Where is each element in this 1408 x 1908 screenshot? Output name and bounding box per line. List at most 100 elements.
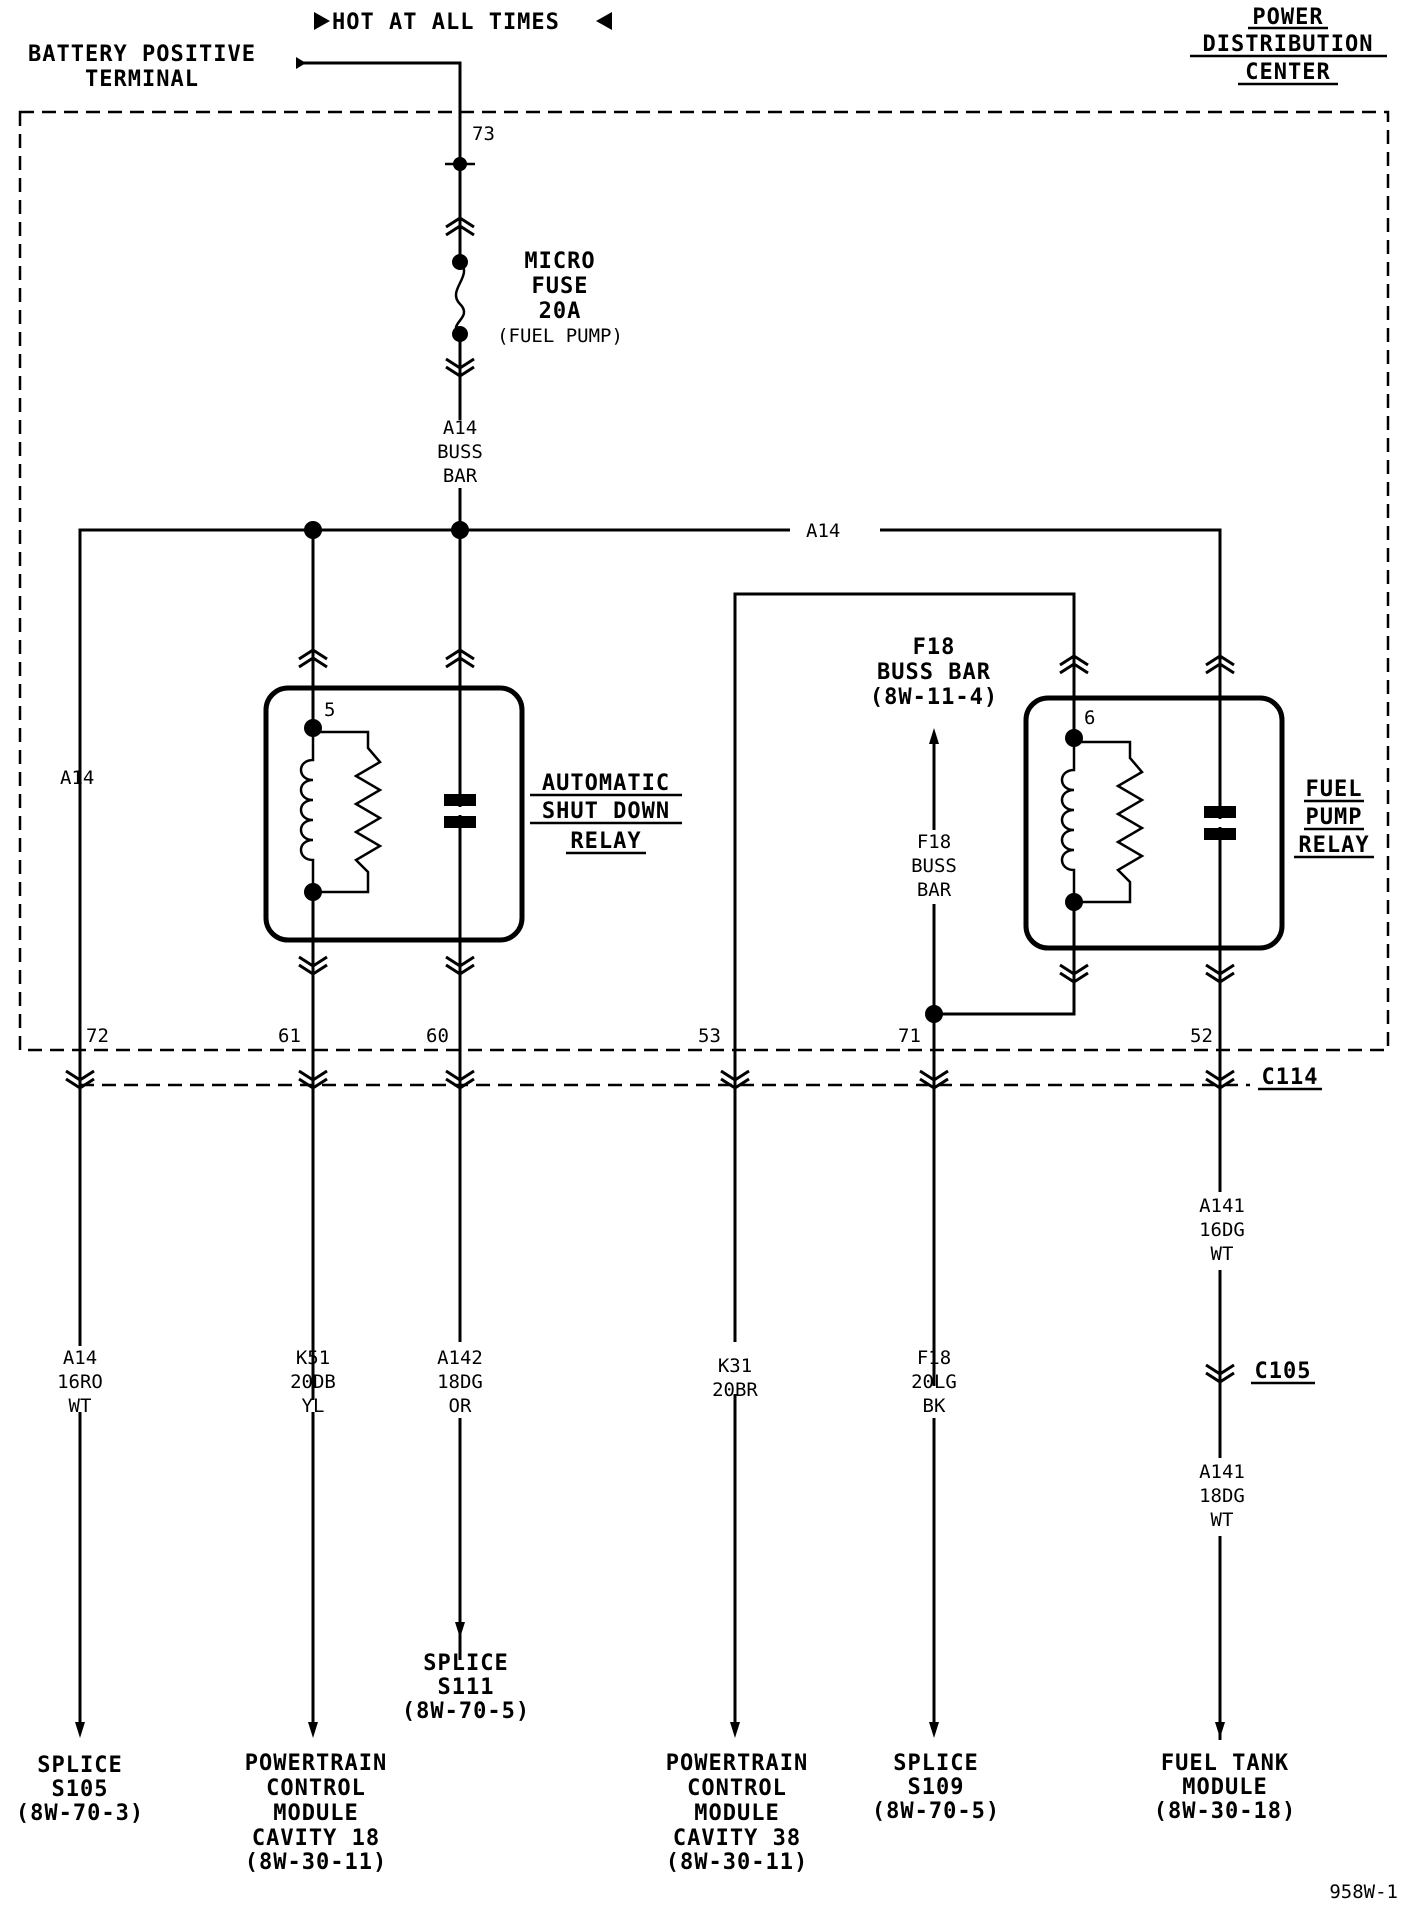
a14-bus-wire — [78, 528, 1222, 1040]
svg-text:16DG: 16DG — [1199, 1219, 1245, 1241]
hot-at-all-times-label: HOT AT ALL TIMES — [314, 10, 612, 35]
svg-text:K31: K31 — [718, 1355, 752, 1377]
svg-text:SPLICE: SPLICE — [893, 1751, 978, 1776]
svg-text:A141: A141 — [1199, 1195, 1245, 1217]
svg-text:A142: A142 — [437, 1347, 483, 1369]
svg-text:S111: S111 — [438, 1675, 495, 1700]
svg-text:MODULE: MODULE — [273, 1801, 358, 1826]
fp-resistor — [1074, 740, 1145, 904]
a14-bus-label: A14 — [806, 520, 840, 542]
svg-text:BUSS BAR: BUSS BAR — [877, 660, 991, 685]
svg-text:(8W-70-5): (8W-70-5) — [402, 1699, 530, 1724]
svg-text:OR: OR — [449, 1395, 472, 1417]
fp-relay-box — [1023, 695, 1285, 951]
asd-resistor — [313, 730, 383, 894]
svg-text:BAR: BAR — [917, 879, 952, 901]
svg-text:WT: WT — [1211, 1509, 1234, 1531]
asd-relay-box — [263, 685, 525, 943]
svg-text:WT: WT — [69, 1395, 92, 1417]
battery-positive-label: BATTERY POSITIVE TERMINAL — [28, 42, 256, 92]
svg-text:FUEL: FUEL — [1306, 777, 1363, 802]
asd-contact — [444, 794, 476, 806]
svg-text:A141: A141 — [1199, 1461, 1245, 1483]
svg-text:C105: C105 — [1255, 1359, 1312, 1384]
svg-text:PUMP: PUMP — [1306, 805, 1363, 830]
wire-k51-20db-label: K51 20DB YL — [290, 1347, 336, 1417]
micro-fuse-label: MICRO FUSE 20A (FUEL PUMP) — [497, 249, 623, 347]
svg-text:BK: BK — [923, 1395, 946, 1417]
svg-text:YL: YL — [302, 1395, 325, 1417]
dest-pcm-cavity-38: POWERTRAIN CONTROL MODULE CAVITY 38 (8W-… — [666, 1751, 808, 1875]
svg-text:CAVITY 18: CAVITY 18 — [252, 1826, 380, 1851]
svg-text:FUSE: FUSE — [532, 274, 589, 299]
svg-text:RELAY: RELAY — [1298, 833, 1369, 858]
svg-text:K51: K51 — [296, 1347, 330, 1369]
pdc-outline — [18, 110, 1390, 1052]
dest-fuel-tank-module: FUEL TANK MODULE (8W-30-18) — [1154, 1751, 1296, 1824]
svg-text:20DB: 20DB — [290, 1371, 336, 1393]
k31-wire — [733, 592, 1076, 1660]
svg-text:BAR: BAR — [443, 465, 478, 487]
svg-text:HOT AT ALL TIMES: HOT AT ALL TIMES — [332, 10, 560, 35]
c105-label: C105 — [1251, 1359, 1315, 1385]
svg-text:WT: WT — [1211, 1243, 1234, 1265]
wire-a142-18dg-label: A142 18DG OR — [437, 1347, 483, 1417]
svg-text:(8W-11-4): (8W-11-4) — [870, 685, 998, 710]
svg-text:(8W-30-18): (8W-30-18) — [1154, 1799, 1296, 1824]
a14-buss-bar-label: A14 BUSS BAR — [437, 417, 483, 487]
svg-text:CENTER: CENTER — [1245, 60, 1330, 85]
svg-text:AUTOMATIC: AUTOMATIC — [542, 771, 670, 796]
svg-text:(8W-70-5): (8W-70-5) — [872, 1799, 1000, 1824]
cavity-53: 53 — [698, 1025, 721, 1047]
wire-a141-18dg-label: A141 18DG WT — [1199, 1461, 1245, 1531]
wire-k31-20br-label: K31 20BR — [712, 1355, 758, 1401]
svg-text:F18: F18 — [917, 1347, 951, 1369]
svg-text:A14: A14 — [443, 417, 477, 439]
f18-buss-bar-mid-label: F18 BUSS BAR — [911, 831, 957, 901]
svg-text:SHUT DOWN: SHUT DOWN — [542, 799, 670, 824]
cavity-72: 72 — [86, 1025, 109, 1047]
svg-text:RELAY: RELAY — [570, 829, 641, 854]
svg-text:BATTERY POSITIVE: BATTERY POSITIVE — [28, 42, 256, 67]
svg-text:18DG: 18DG — [437, 1371, 483, 1393]
dest-splice-s109: SPLICE S109 (8W-70-5) — [872, 1751, 1000, 1824]
svg-text:(8W-30-11): (8W-30-11) — [245, 1850, 387, 1875]
svg-text:F18: F18 — [913, 635, 956, 660]
svg-text:16RO: 16RO — [57, 1371, 103, 1393]
a14-left-label: A14 — [60, 767, 94, 789]
fuse-element — [454, 261, 466, 336]
svg-text:CONTROL: CONTROL — [266, 1776, 366, 1801]
asd-coil — [299, 728, 315, 892]
svg-text:CAVITY 38: CAVITY 38 — [673, 1826, 801, 1851]
svg-text:FUEL TANK: FUEL TANK — [1161, 1751, 1289, 1776]
cavity-71: 71 — [898, 1025, 921, 1047]
wire-f18-20lg-label: F18 20LG BK — [911, 1347, 957, 1417]
svg-text:(8W-30-11): (8W-30-11) — [666, 1850, 808, 1875]
svg-text:MICRO: MICRO — [524, 249, 595, 274]
dest-pcm-cavity-18: POWERTRAIN CONTROL MODULE CAVITY 18 (8W-… — [245, 1751, 387, 1875]
svg-text:S105: S105 — [52, 1777, 109, 1802]
f18-buss-bar-top-label: F18 BUSS BAR (8W-11-4) — [870, 635, 998, 710]
svg-text:POWERTRAIN: POWERTRAIN — [666, 1751, 808, 1776]
svg-text:20A: 20A — [539, 299, 582, 324]
svg-text:F18: F18 — [917, 831, 951, 853]
svg-text:MODULE: MODULE — [694, 1801, 779, 1826]
svg-text:POWER: POWER — [1252, 5, 1323, 30]
svg-text:SPLICE: SPLICE — [423, 1651, 508, 1676]
fp-pin-number: 6 — [1084, 707, 1095, 729]
svg-text:(8W-70-3): (8W-70-3) — [16, 1801, 144, 1826]
svg-text:(FUEL PUMP): (FUEL PUMP) — [497, 325, 623, 347]
wire-a141-16dg-label: A141 16DG WT — [1199, 1195, 1245, 1265]
pdc-label: POWER DISTRIBUTION CENTER — [1190, 5, 1387, 86]
svg-text:POWERTRAIN: POWERTRAIN — [245, 1751, 387, 1776]
asd-pin-number: 5 — [324, 699, 335, 721]
svg-text:20LG: 20LG — [911, 1371, 957, 1393]
dest-splice-s105: SPLICE S105 (8W-70-3) — [16, 1753, 144, 1826]
svg-text:DISTRIBUTION: DISTRIBUTION — [1203, 32, 1374, 57]
svg-text:C114: C114 — [1262, 1065, 1319, 1090]
svg-text:BUSS: BUSS — [437, 441, 483, 463]
c114-label: C114 — [1258, 1065, 1322, 1091]
fuse-cavity-number: 73 — [472, 123, 495, 145]
fp-coil — [1060, 738, 1076, 902]
